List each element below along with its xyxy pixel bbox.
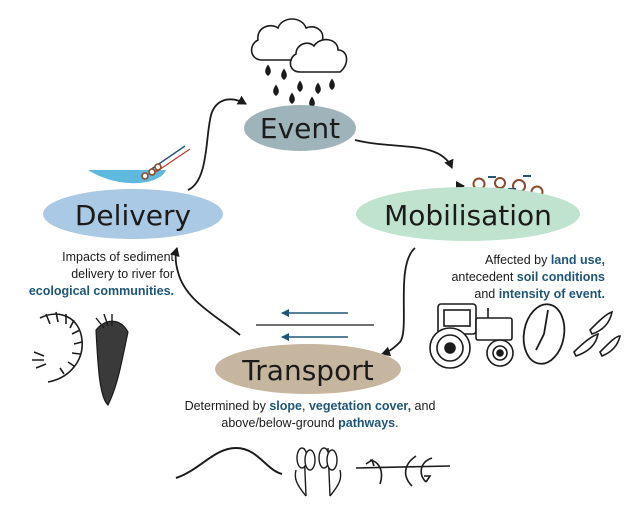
keyword-slope: slope [269,399,302,413]
event-oval [244,105,356,151]
transport-caption-text: and [411,399,436,413]
clock-icon [522,303,566,365]
keyword-intensity: intensity of event. [498,287,605,301]
river-channel-icon [88,145,191,184]
keyword-pathways: pathways [338,416,396,430]
transport-caption-text: , [302,399,309,413]
transport-caption: Determined by slope, vegetation cover, a… [150,398,470,432]
transport-label: Transport [241,354,373,387]
keyword-ecological-communities: ecological communities. [28,284,174,298]
arrow-event-to-mobilisation [354,139,454,169]
delivery-caption-line: delivery to river for [71,267,174,281]
transport-caption-text: Determined by [184,399,270,413]
delivery-label: Delivery [75,199,191,232]
mobilisation-oval [356,187,580,241]
arrow-delivery-to-event [187,95,247,191]
mobilisation-caption-text: antecedent [451,270,517,284]
delivery-oval [43,189,223,239]
pathway-arrows-icon [355,455,451,487]
delivery-caption-line: Impacts of sediment [62,250,174,264]
mobilisation-caption-text: and [474,287,499,301]
keyword-land-use: land use, [550,253,605,267]
transport-caption-text: . [395,416,399,430]
arrow-mobilisation-to-transport [381,247,416,357]
mobilisation-label: Mobilisation [384,199,552,232]
keyword-soil-conditions: soil conditions [516,270,605,284]
event-label: Event [260,112,340,145]
flow-arrows-icon [256,309,374,341]
delivery-caption: Impacts of sediment delivery to river fo… [4,249,174,300]
transport-oval [215,344,401,394]
hill-slope-icon [175,446,283,479]
tractor-icon [429,303,514,369]
arrow-transport-to-delivery [169,247,241,336]
raindrops-icon [573,310,621,358]
caddisfly-case-icon [95,313,129,406]
transport-caption-text: above/below-ground [221,416,339,430]
wheat-plants-icon [294,447,342,497]
mobilisation-caption-text: Affected by [485,253,551,267]
keyword-vegetation-cover: vegetation cover, [308,399,412,413]
mobilisation-caption: Affected by land use, antecedent soil co… [405,252,605,303]
larva-icon [32,311,83,383]
rain-cloud-icon [250,18,348,109]
